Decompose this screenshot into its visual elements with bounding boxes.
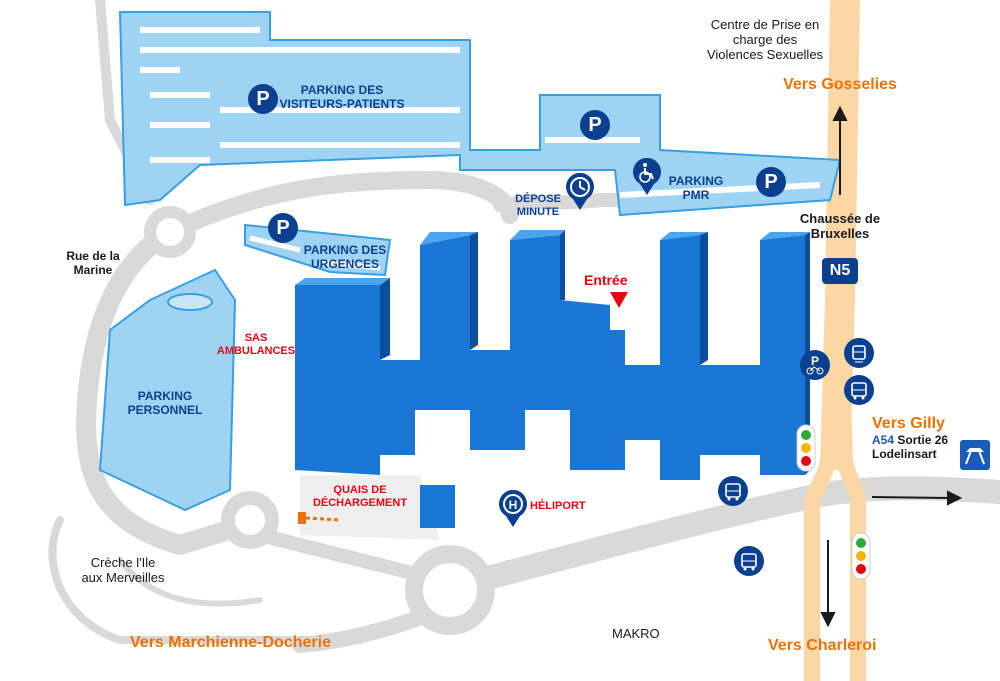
parking-personnel-area (98, 268, 237, 512)
hospital-building (295, 230, 810, 528)
parking-personnel-label: PARKING PERSONNEL (127, 389, 203, 417)
traffic-light-icon-north (796, 424, 816, 472)
parking-icon-visiteurs-2: P (580, 110, 610, 140)
chaussee-label: Chaussée de Bruxelles (799, 211, 881, 241)
a54-exit-label: A54 Sortie 26 Lodelinsart (872, 433, 949, 462)
parking-pmr-label: PARKING PMR (668, 174, 724, 202)
n5-sign: N5 (822, 258, 858, 284)
vers-gosselies-label: Vers Gosselies (783, 76, 897, 93)
parking-visiteurs-area (118, 11, 842, 217)
roundabout-west (221, 491, 279, 549)
rue-marine-label: Rue de la Marine (66, 249, 120, 277)
entrance-arrow-icon (610, 292, 628, 308)
svg-text:P: P (811, 354, 819, 368)
svg-text:H: H (509, 498, 518, 512)
quais-label: QUAIS DE DÉCHARGEMENT (312, 484, 408, 509)
lodelinsart-label: Lodelinsart (872, 446, 937, 461)
parking-visiteurs-label: PARKING DES VISITEURS-PATIENTS (279, 83, 405, 111)
direction-arrows (820, 105, 963, 628)
highway-n5 (804, 0, 867, 681)
vers-marchienne-label: Vers Marchienne-Docherie (130, 634, 331, 651)
roundabout-south (405, 545, 495, 635)
makro-label: MAKRO (612, 626, 660, 641)
parking-icon-visiteurs: P (248, 84, 278, 114)
depose-minute-label: DÉPOSE MINUTE (515, 193, 561, 218)
quais-area (300, 475, 440, 540)
sas-ambulances-label: SAS AMBULANCES (216, 332, 296, 357)
a54-label: A54 (872, 433, 895, 447)
traffic-light-icon-south (851, 532, 871, 580)
heliport-label: HÉLIPORT (530, 500, 586, 512)
creche-label: Crèche l'Ile aux Merveilles (81, 555, 165, 585)
parking-icon-pmr: P (756, 167, 786, 197)
sortie-label: Sortie 26 (897, 433, 949, 447)
entree-label: Entrée (584, 272, 628, 288)
vers-charleroi-label: Vers Charleroi (768, 637, 877, 654)
roundabout-north (144, 206, 196, 258)
parking-icon-urgences: P (268, 213, 298, 243)
parking-urgences-label: PARKING DES URGENCES (303, 243, 387, 271)
vers-gilly-label: Vers Gilly (872, 415, 945, 432)
centre-violence-label: Centre de Prise en charge des Violences … (706, 17, 824, 62)
